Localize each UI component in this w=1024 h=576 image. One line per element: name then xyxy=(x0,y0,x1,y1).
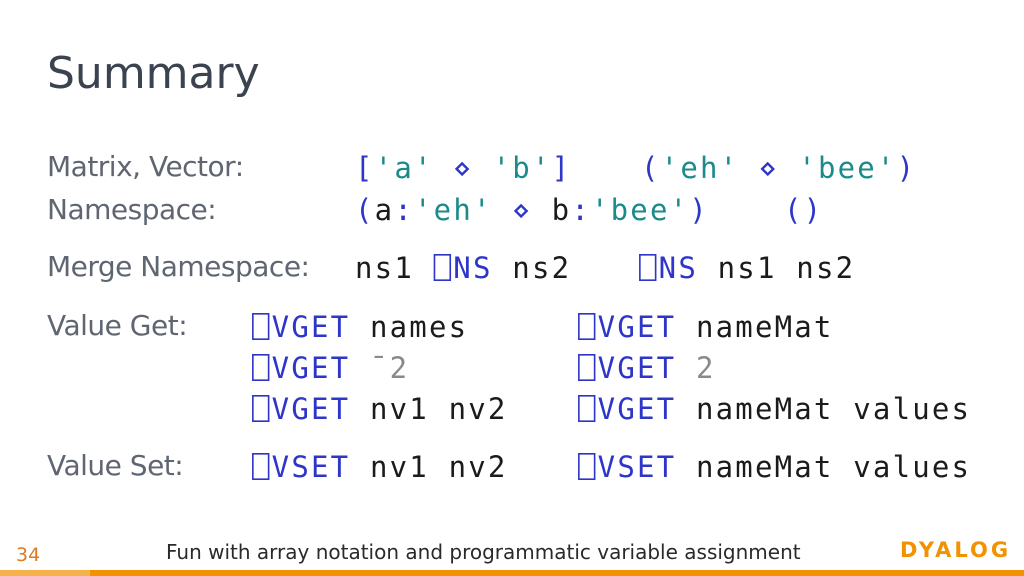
code-vset-example-2: ⎕VSET nameMat values xyxy=(578,450,971,484)
code-vset-example-1: ⎕VSET nv1 nv2 xyxy=(252,450,508,484)
code-token: : xyxy=(394,193,415,227)
code-token: ns1 xyxy=(355,251,434,285)
code-vector-example: ('eh' ⋄ 'bee') xyxy=(641,151,916,185)
code-empty-namespace: () xyxy=(784,193,823,227)
code-token: ⎕VGET xyxy=(578,310,677,344)
code-merge-example-1: ns1 ⎕NS ns2 xyxy=(355,251,571,285)
code-token: a xyxy=(374,193,395,227)
code-token: ⋄ xyxy=(739,151,799,185)
label-matrix-vector: Matrix, Vector: xyxy=(47,150,244,183)
code-token: ⋄ xyxy=(492,193,552,227)
code-token: 'a' xyxy=(374,151,434,185)
label-value-get: Value Get: xyxy=(47,309,188,342)
code-token: ⎕VGET xyxy=(252,351,351,385)
code-token: 'bee' xyxy=(590,193,690,227)
code-token: [ xyxy=(355,151,375,185)
code-token: ⎕NS xyxy=(433,251,493,285)
code-token: 'bee' xyxy=(798,151,897,185)
label-namespace: Namespace: xyxy=(47,193,217,226)
code-token: : xyxy=(571,193,591,227)
code-token: ⎕VGET xyxy=(578,392,677,426)
code-token: 'eh' xyxy=(660,151,740,185)
code-token: 'b' xyxy=(492,151,552,185)
code-token: ] xyxy=(551,151,572,185)
label-value-set: Value Set: xyxy=(47,449,184,482)
code-vget-line-3a: ⎕VGET nv1 nv2 xyxy=(252,392,508,426)
code-matrix-example: ['a' ⋄ 'b'] xyxy=(355,151,571,185)
code-token: nameMat xyxy=(676,310,834,344)
code-token: ⎕VGET xyxy=(578,351,677,385)
code-token: ⎕NS xyxy=(639,251,698,285)
code-token: ( xyxy=(641,151,661,185)
code-token: nv1 nv2 xyxy=(350,450,508,484)
dyalog-logo: DYALOG xyxy=(900,538,1008,562)
code-token: ¯2 xyxy=(350,351,410,385)
accent-bar xyxy=(0,570,1024,576)
code-token: names xyxy=(350,310,469,344)
code-vget-line-1a: ⎕VGET names xyxy=(252,310,468,344)
code-token: ⎕VGET xyxy=(252,310,351,344)
code-token: nv1 nv2 xyxy=(350,392,508,426)
code-token: ) xyxy=(689,193,709,227)
code-token: ⎕VSET xyxy=(252,450,351,484)
code-merge-example-2: ⎕NS ns1 ns2 xyxy=(639,251,855,285)
code-token: ⎕VSET xyxy=(578,450,677,484)
code-vget-line-1b: ⎕VGET nameMat xyxy=(578,310,834,344)
footer-text: Fun with array notation and programmatic… xyxy=(166,540,801,564)
code-token: 'eh' xyxy=(414,193,493,227)
code-token: 2 xyxy=(676,351,716,385)
code-token: ⎕VGET xyxy=(252,392,351,426)
code-token: ⋄ xyxy=(433,151,493,185)
code-token: ns2 xyxy=(492,251,572,285)
code-token: ns1 ns2 xyxy=(697,251,856,285)
label-merge-namespace: Merge Namespace: xyxy=(47,250,310,283)
page-title: Summary xyxy=(47,48,260,99)
code-vget-line-3b: ⎕VGET nameMat values xyxy=(578,392,971,426)
code-token: ( xyxy=(355,193,375,227)
svg-text:DYALOG: DYALOG xyxy=(900,538,1008,562)
code-token: nameMat values xyxy=(676,392,972,426)
slide-number: 34 xyxy=(16,544,41,566)
code-token: nameMat values xyxy=(676,450,972,484)
code-vget-line-2b: ⎕VGET 2 xyxy=(578,351,716,385)
accent-bar-highlight xyxy=(0,570,90,576)
code-token: ) xyxy=(896,151,917,185)
code-vget-line-2a: ⎕VGET ¯2 xyxy=(252,351,409,385)
code-token: b xyxy=(551,193,572,227)
code-namespace-example: (a:'eh' ⋄ b:'bee') xyxy=(355,193,709,227)
code-token: () xyxy=(784,193,824,227)
